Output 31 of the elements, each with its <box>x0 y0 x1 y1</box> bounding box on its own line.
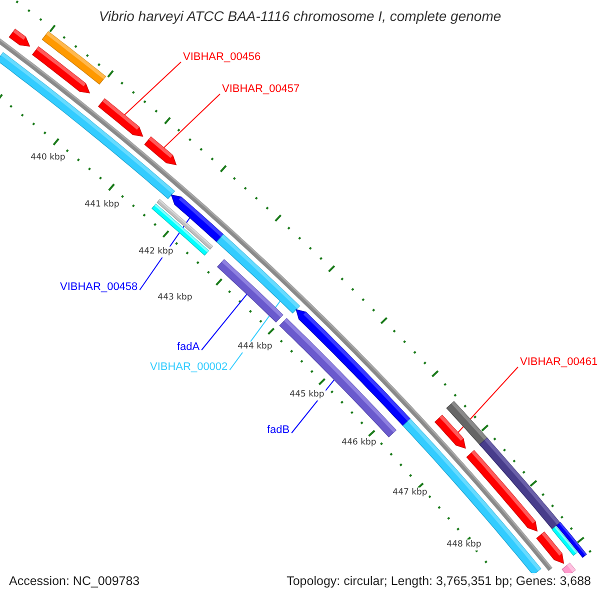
gene-feature <box>434 414 466 449</box>
leader-line <box>201 294 248 350</box>
gene-feature <box>8 28 30 47</box>
gene-label: VIBHAR_00461 <box>520 355 598 369</box>
accession-text: Accession: NC_009783 <box>9 573 140 590</box>
position-label: 444 kbp <box>236 342 274 352</box>
map-title: Vibrio harveyi ATCC BAA-1116 chromosome I, complete genome <box>98 8 502 24</box>
leader-line <box>163 94 220 148</box>
gene-feature <box>144 136 177 166</box>
gene-feature <box>466 450 538 532</box>
gene-label: VIBHAR_00457 <box>222 82 300 96</box>
gene-feature <box>216 259 284 323</box>
position-label: 448 kbp <box>446 540 482 550</box>
gene-feature <box>32 46 90 94</box>
position-label: 447 kbp <box>392 488 428 498</box>
gene-feature <box>170 194 224 242</box>
leader-line <box>124 62 182 116</box>
gene-feature <box>552 526 578 556</box>
gene-label: VIBHAR_00456 <box>183 50 261 64</box>
gene-label: fadA <box>177 340 200 354</box>
position-label: 443 kbp <box>156 292 194 304</box>
position-label: 440 kbp <box>30 152 66 164</box>
position-label: 441 kbp <box>84 200 120 210</box>
leader-line <box>458 366 518 433</box>
position-label: 442 kbp <box>138 246 174 258</box>
position-label: 445 kbp <box>288 390 326 400</box>
gene-label: VIBHAR_00458 <box>60 280 138 294</box>
gene-label: fadB <box>267 423 290 437</box>
gene-feature <box>98 98 144 137</box>
position-label: 446 kbp <box>340 438 378 448</box>
gene-label: VIBHAR_00002 <box>150 360 228 374</box>
